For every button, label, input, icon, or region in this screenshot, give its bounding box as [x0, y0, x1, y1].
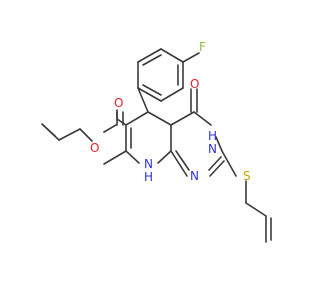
atom-label-o: O [190, 77, 199, 91]
bond [125, 111, 149, 126]
bond [160, 48, 184, 63]
atom-label-f: F [199, 40, 206, 54]
bond-methyl [103, 150, 127, 165]
atom-label-s: S [243, 169, 251, 183]
bond [170, 111, 195, 126]
bond [209, 160, 225, 177]
allyl-ester [41, 109, 127, 142]
pyrimidine-ring [170, 88, 237, 177]
bond [157, 150, 172, 164]
atom-label-h: H [144, 170, 153, 184]
bond [125, 150, 140, 164]
molecule-structure: F O O O N H N N H S [41, 40, 272, 243]
bond [58, 128, 81, 141]
bond [79, 128, 93, 142]
bond [245, 202, 267, 217]
bond [147, 111, 172, 126]
double-bond [42, 124, 56, 137]
fluorophenyl-ring [137, 48, 200, 113]
double-bond-inner [208, 156, 222, 171]
atom-label-n: N [208, 142, 217, 156]
bond [137, 87, 149, 113]
bond [103, 124, 117, 133]
bond-c-s [221, 150, 237, 177]
s-allyl-chain [245, 180, 272, 243]
double-bond-inner [175, 150, 190, 171]
bond [193, 111, 212, 126]
atom-label-n: N [144, 157, 153, 171]
double-bond-inner [142, 54, 162, 66]
bond [137, 48, 162, 63]
atom-label-h: H [208, 129, 217, 143]
double-bond-inner [142, 84, 162, 96]
atom-label-n: N [190, 169, 199, 183]
bond-c-f [182, 52, 200, 63]
bond [116, 118, 127, 126]
bond [170, 150, 188, 177]
bond [215, 136, 223, 152]
bond [137, 87, 162, 102]
atom-labels: F O O O N H N N H S [90, 40, 251, 184]
atom-label-o: O [90, 141, 99, 155]
atom-label-o: O [114, 96, 123, 110]
pyridine-ring [103, 111, 172, 165]
bond [160, 87, 184, 102]
